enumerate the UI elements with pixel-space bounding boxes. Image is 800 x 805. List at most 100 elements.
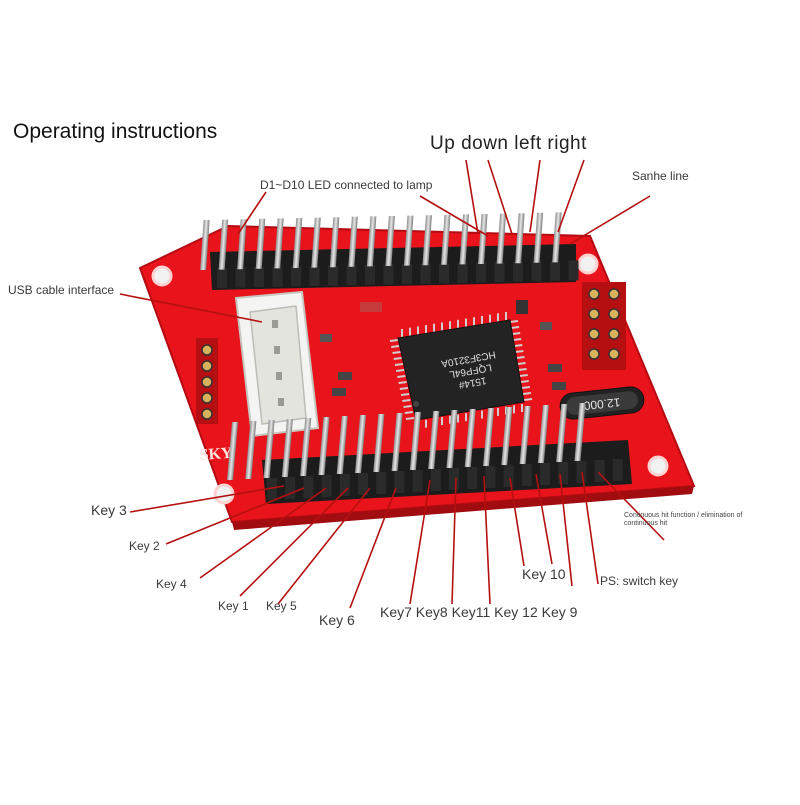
header-pin xyxy=(537,405,549,463)
callout-lines xyxy=(119,159,665,609)
mounting-hole xyxy=(577,253,599,275)
header-pin-base xyxy=(383,264,394,285)
header-pin xyxy=(478,214,488,264)
usb-label: USB cable interface xyxy=(8,283,115,297)
header-pin xyxy=(428,411,440,469)
header-pin-base xyxy=(272,266,283,287)
header-pin xyxy=(483,408,495,466)
chip-pin xyxy=(516,356,525,359)
header-pin xyxy=(348,216,358,267)
header-pin-base xyxy=(439,263,449,284)
header-pin xyxy=(373,414,385,472)
chip-text: 1514# xyxy=(457,374,487,390)
header-pin-base xyxy=(485,466,496,488)
callout-line xyxy=(165,487,305,545)
chip-pin xyxy=(510,326,520,329)
header-pin xyxy=(200,220,210,270)
crystal-text: 12.000 xyxy=(583,395,621,413)
chip-pin xyxy=(396,369,405,372)
header-pin xyxy=(533,212,544,263)
header-pin-base xyxy=(430,469,441,491)
header-pin xyxy=(311,217,321,268)
mounting-hole xyxy=(151,265,173,287)
header-pin xyxy=(574,403,586,461)
mounting-hole xyxy=(213,483,235,505)
callout-line xyxy=(559,473,573,587)
header-pin-base xyxy=(254,267,264,288)
header-pin xyxy=(274,218,284,269)
header-pin-base xyxy=(291,266,301,287)
header-pin xyxy=(355,415,367,473)
chip-pin xyxy=(521,386,530,389)
header-pin-base xyxy=(503,465,514,487)
callout-line xyxy=(569,195,651,245)
header-pin-base xyxy=(531,261,542,282)
chip-pin xyxy=(515,350,524,353)
header-pin xyxy=(366,216,377,267)
header-pin-base xyxy=(540,463,550,485)
header-pin-base xyxy=(558,462,569,484)
callout-line xyxy=(529,159,541,233)
direction-label: Up down left right xyxy=(430,133,587,154)
continuous-hit-label: Continuous hit function / elimination of… xyxy=(624,512,743,527)
header-pin-base xyxy=(457,262,468,283)
key2-label: Key 2 xyxy=(129,539,160,553)
header-pin xyxy=(318,417,330,475)
chip-pin xyxy=(513,338,522,341)
chip-pin xyxy=(402,399,411,402)
key1-label: Key 1 xyxy=(218,599,249,613)
chip-pin xyxy=(520,380,529,383)
header-pin-base xyxy=(267,478,277,500)
header-pin-base xyxy=(394,471,405,493)
chip-pin xyxy=(398,381,407,384)
header-pin xyxy=(263,420,275,478)
header-pin xyxy=(385,216,395,266)
header-pin xyxy=(409,412,421,470)
header-pin-base xyxy=(303,476,314,498)
callout-line xyxy=(581,471,599,585)
callout-line xyxy=(597,471,665,541)
callout-line xyxy=(129,485,285,513)
callout-line xyxy=(483,475,491,605)
header-pin-base xyxy=(449,468,459,490)
chip-pin xyxy=(394,363,404,366)
smd-components xyxy=(320,300,566,396)
header-pin xyxy=(496,213,507,264)
header-pin-base xyxy=(321,475,332,497)
chip-pin xyxy=(400,393,410,396)
sanhe-label: Sanhe line xyxy=(632,169,689,183)
left-pads xyxy=(196,338,218,424)
header-pin-base xyxy=(568,260,579,281)
chip-pin xyxy=(393,357,402,360)
header-pin-base xyxy=(365,264,375,285)
header-pin xyxy=(440,214,451,265)
header-pin xyxy=(245,421,257,479)
chip-pin xyxy=(523,398,533,401)
header-pin-base xyxy=(402,264,412,284)
header-pin-base xyxy=(494,262,505,282)
header-pin xyxy=(336,416,348,474)
header-pin-base xyxy=(576,461,587,483)
chip-pin xyxy=(514,344,523,347)
key4-label: Key 4 xyxy=(156,577,187,591)
header-pin-base xyxy=(412,470,423,492)
header-pin xyxy=(422,215,432,266)
header-pin-base xyxy=(612,459,623,481)
header-pin xyxy=(464,409,476,467)
mounting-hole xyxy=(647,455,669,477)
callout-line xyxy=(487,159,513,235)
header-pin-base xyxy=(309,266,320,286)
chip-pin xyxy=(399,387,408,390)
header-pin xyxy=(329,217,340,268)
header-pin-base xyxy=(346,265,357,286)
chip-pin xyxy=(517,362,526,365)
header-pin-base xyxy=(358,473,368,495)
header-pin xyxy=(300,418,312,476)
callout-line xyxy=(349,487,397,609)
header-pin xyxy=(459,214,470,265)
chip-pin xyxy=(392,351,401,354)
callout-line xyxy=(451,477,457,605)
key10-label: Key 10 xyxy=(522,566,566,582)
